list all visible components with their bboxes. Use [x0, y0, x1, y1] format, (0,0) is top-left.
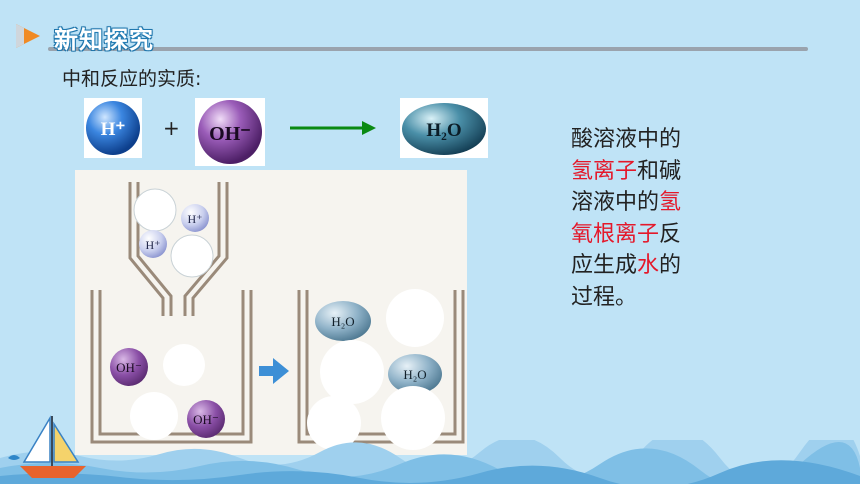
blank-ion [170, 234, 214, 278]
blank-molecule [307, 396, 361, 450]
wave-decoration [0, 440, 860, 484]
water-small-label: H₂O [403, 367, 426, 382]
reaction-arrow-icon [290, 121, 376, 135]
water-small-label: H₂O [331, 314, 354, 329]
oh-ion-small [110, 348, 148, 386]
blank-ion [130, 392, 178, 440]
beaker-diagram: H⁺ H⁺ OH⁻ OH⁻ H₂O H₂O [90, 182, 465, 450]
blank-molecule [386, 289, 444, 347]
explain-line: 过程。 [571, 284, 638, 310]
blank-molecule [320, 340, 384, 404]
blank-ion [133, 188, 177, 232]
title-underline [48, 47, 808, 51]
page-title: 新知探究 [54, 26, 154, 54]
highlight-hydrogen-ion: 氢离子 [571, 158, 638, 184]
h-ion-card: H⁺ [84, 98, 142, 158]
oh-ion-small [187, 400, 225, 438]
oh-ion-label: OH⁻ [209, 123, 251, 145]
subtitle: 中和反应的实质: [62, 68, 202, 90]
oh-ion-card: OH⁻ [195, 98, 265, 166]
oh-ion-small-label: OH⁻ [193, 412, 219, 427]
h-ion-small-label: H⁺ [146, 238, 161, 252]
explain-line: 溶液中的氢 [571, 190, 682, 215]
h-ion-sphere: H⁺ [86, 101, 140, 155]
play-marker-icon [16, 24, 40, 48]
explain-line: 氧根离子反 [571, 221, 682, 247]
water-label: H₂O [426, 120, 461, 141]
blank-ion [163, 344, 205, 386]
explanation-text: 酸溶液中的 氢离子和碱 溶液中的氢 氧根离子反 应生成水的 过程。 [571, 124, 711, 313]
highlight-hydroxide-ion: 氧根离子 [571, 221, 660, 247]
highlight-hydroxide-start: 氢 [659, 190, 682, 215]
oh-ion-small-label: OH⁻ [116, 360, 142, 375]
sailboat-icon [8, 415, 86, 478]
h-ion-small [181, 204, 209, 232]
reaction-diagram: H⁺ H⁺ OH⁻ OH⁻ H₂O H₂O [75, 170, 467, 455]
h-ion-small [139, 230, 167, 258]
h-ion-small-label: H⁺ [188, 212, 203, 226]
explain-line: 应生成水的 [571, 253, 682, 278]
h-ion-label: H⁺ [101, 119, 126, 140]
blank-molecule [381, 386, 445, 450]
right-beaker [297, 290, 465, 444]
explain-line: 酸溶液中的 [571, 127, 682, 152]
explain-line: 氢离子和碱 [571, 158, 682, 184]
dropper-funnel [128, 182, 229, 316]
highlight-water: 水 [637, 253, 660, 278]
water-molecule: H₂O [402, 103, 486, 155]
left-beaker [90, 290, 253, 444]
plus-sign: + [163, 116, 180, 140]
transfer-arrow-icon [259, 358, 289, 384]
water-molecule-small [315, 301, 371, 341]
water-card: H₂O [400, 98, 488, 158]
oh-ion-sphere: OH⁻ [198, 100, 262, 164]
water-molecule-small [388, 354, 442, 394]
section-header: 新知探究 [10, 18, 810, 58]
